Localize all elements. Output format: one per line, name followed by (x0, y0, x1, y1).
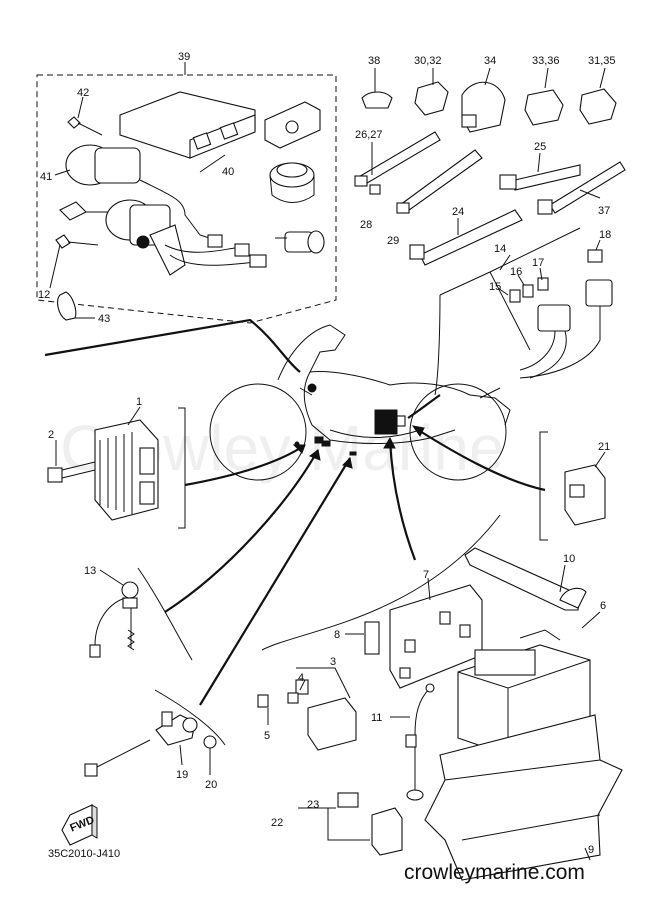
cable-tie-26-27 (354, 131, 441, 187)
cable-tie-37 (537, 161, 626, 215)
drawing-code: 35C2010-J410 (48, 848, 120, 860)
callout-22: 22 (271, 817, 283, 829)
callout-18: 18 (599, 229, 611, 241)
key-blank (59, 201, 108, 221)
bolt-42 (67, 116, 103, 136)
clip-34 (461, 67, 506, 133)
bracket-8 (345, 621, 380, 655)
motorcycle-outline (209, 324, 511, 481)
callout-39: 39 (178, 51, 190, 63)
callout-40: 40 (222, 166, 234, 178)
callout-14: 14 (494, 243, 506, 255)
callout-16: 16 (510, 266, 522, 278)
callout-21: 21 (598, 441, 610, 453)
callout-38: 38 (368, 55, 380, 67)
bolt-20 (203, 735, 217, 775)
callout-41: 41 (40, 171, 52, 183)
callout-12: 12 (38, 289, 50, 301)
bolt-12 (49, 234, 99, 289)
callout-5: 5 (264, 730, 270, 742)
relay-22 (298, 792, 403, 856)
clip-30-32 (414, 68, 449, 116)
key-43 (57, 291, 95, 321)
cable-tie-28-29 (369, 149, 483, 214)
ecu-unit-40 (119, 91, 256, 159)
callout-7: 7 (423, 569, 429, 581)
callout-26-27: 26,27 (355, 129, 383, 141)
website-label: crowleymarine.com (404, 861, 585, 884)
callout-29: 29 (387, 235, 399, 247)
callout-15: 15 (489, 281, 501, 293)
cylinder-lock (275, 230, 325, 254)
callout-31-35: 31,35 (588, 55, 616, 67)
cable-tie-24 (409, 209, 523, 266)
callout-28: 28 (360, 219, 372, 231)
callout-6: 6 (600, 600, 606, 612)
bolt-2 (47, 440, 96, 483)
fwd-arrow-icon: FWD (61, 804, 98, 846)
callout-13: 13 (84, 565, 96, 577)
callout-19: 19 (176, 769, 188, 781)
main-switch-41 (65, 144, 267, 276)
callout-11: 11 (371, 712, 382, 724)
grommet-cap (269, 162, 315, 203)
callout-9: 9 (588, 844, 594, 856)
ground-lead-11 (390, 683, 435, 801)
callout-43: 43 (98, 313, 110, 325)
callout-25: 25 (534, 141, 546, 153)
cover-part (264, 101, 321, 149)
battery-band-10 (464, 547, 587, 611)
clip-31-35 (579, 67, 617, 125)
callout-3: 3 (330, 656, 336, 668)
fuse-box-group (434, 227, 613, 396)
callout-24: 24 (452, 206, 464, 218)
callout-8: 8 (334, 629, 340, 641)
callout-17: 17 (532, 257, 544, 269)
battery-tray-9 (424, 714, 623, 881)
sidestand-switch-19 (84, 711, 198, 777)
battery-box-7 (389, 577, 483, 689)
callout-37: 37 (598, 205, 610, 217)
rectifier-regulator-1 (94, 406, 159, 521)
starter-relay-3 (257, 667, 357, 751)
clip-38 (361, 68, 393, 109)
callout-30-32: 30,32 (414, 55, 442, 67)
cable-tie-25 (499, 152, 581, 191)
callout-34: 34 (484, 55, 496, 67)
clip-33-36 (524, 67, 564, 126)
callout-10: 10 (563, 553, 575, 565)
relay-21 (564, 451, 606, 526)
callout-labels: 39 42 41 40 12 43 38 30,32 34 33,36 31,3… (38, 51, 616, 856)
callout-1: 1 (136, 396, 142, 408)
callout-20: 20 (205, 779, 217, 791)
callout-33-36: 33,36 (532, 55, 560, 67)
callout-23: 23 (307, 799, 319, 811)
callout-42: 42 (77, 87, 89, 99)
assembly-39-group (36, 62, 337, 324)
callout-4: 4 (298, 672, 304, 684)
neutral-switch-13 (89, 569, 139, 658)
callout-2: 2 (48, 429, 54, 441)
